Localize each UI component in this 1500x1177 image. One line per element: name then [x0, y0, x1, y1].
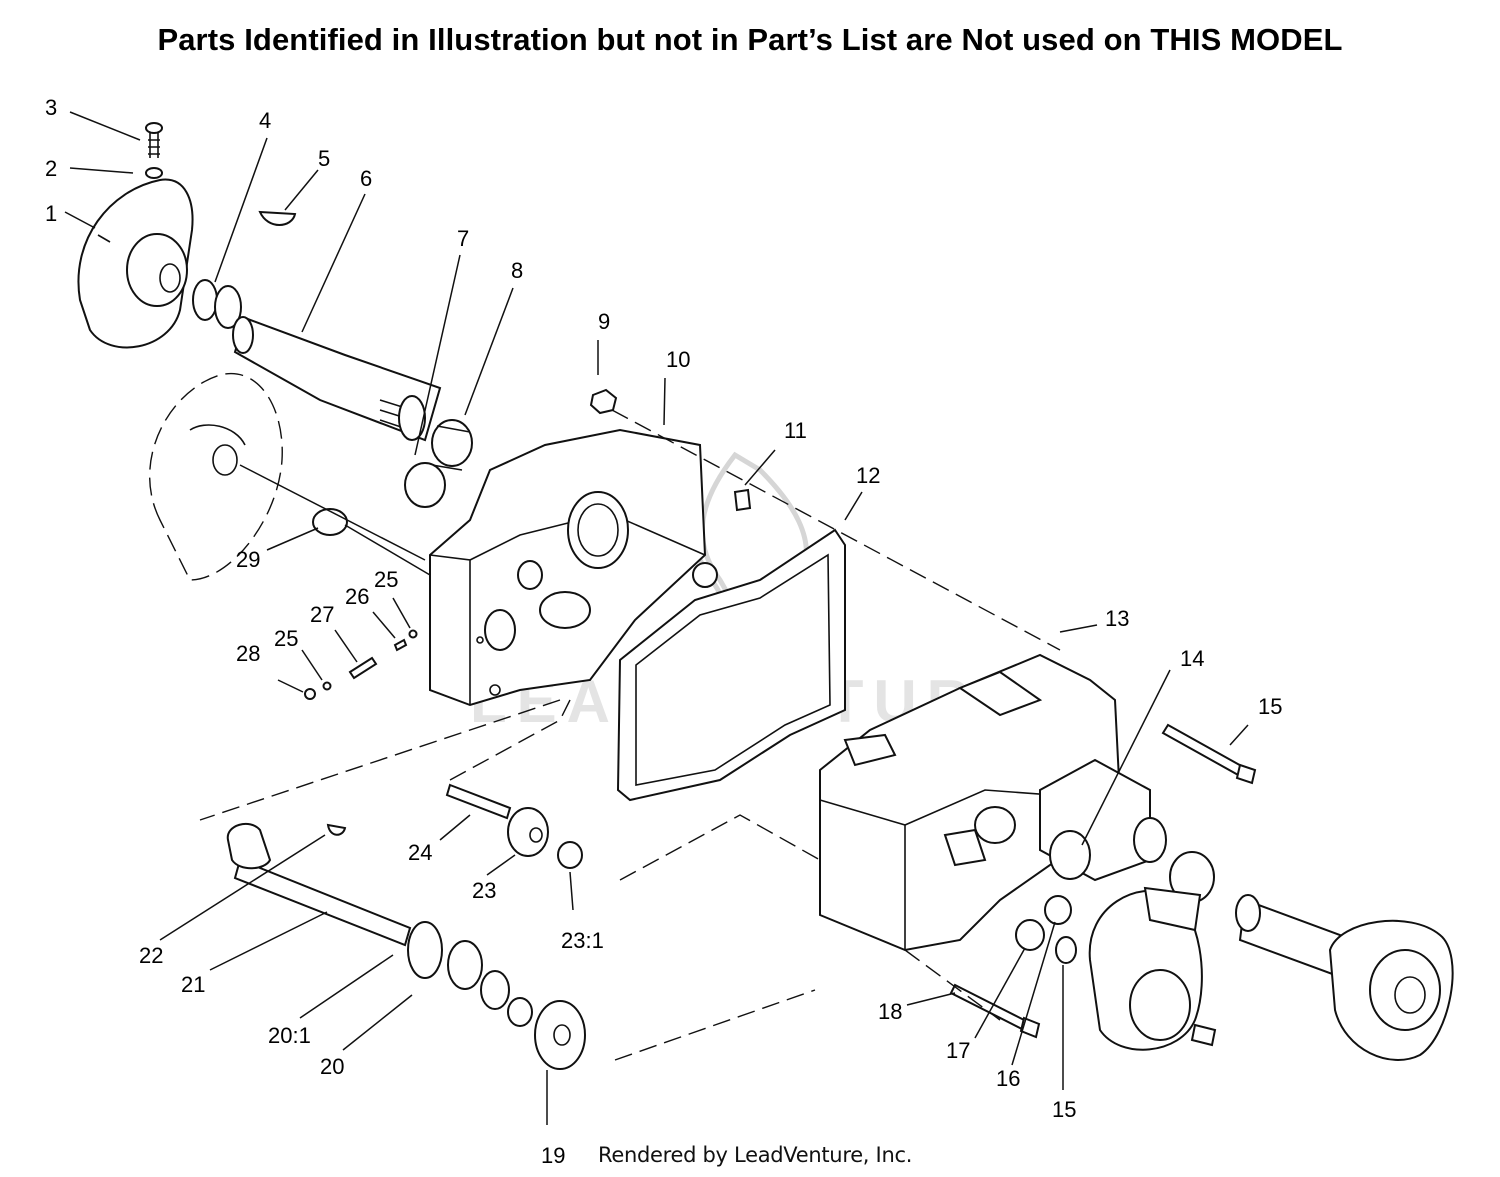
callout-1: 1 [45, 201, 57, 226]
callout-20: 20 [320, 1054, 344, 1079]
flange-hub-part [77, 178, 194, 349]
page-title: Parts Identified in Illustration but not… [157, 22, 1343, 57]
spacer-part [312, 508, 348, 536]
callout-20-1: 20:1 [268, 1023, 311, 1048]
idler-gear-part [507, 807, 549, 857]
callout-19: 19 [541, 1143, 566, 1168]
callout-5: 5 [318, 146, 330, 171]
callout-22: 22 [139, 943, 163, 968]
woodruff-key-part [258, 210, 297, 226]
callout-17: 17 [946, 1038, 970, 1063]
input-shaft-part [232, 316, 442, 442]
gasket-part [616, 528, 846, 802]
bushing-part [1044, 895, 1072, 925]
render-credit: Rendered by LeadVenture, Inc. [598, 1143, 913, 1167]
leader-lines [64, 111, 1249, 1125]
callout-9: 9 [598, 309, 610, 334]
callout-12: 12 [856, 463, 880, 488]
spacer-part [557, 841, 583, 869]
callout-3: 3 [45, 95, 57, 120]
callout-28: 28 [236, 641, 260, 666]
bushing-part [431, 419, 473, 467]
callout-25-upper: 25 [374, 567, 398, 592]
pulley-part [149, 372, 283, 581]
callout-26: 26 [345, 584, 369, 609]
callout-23-1: 23:1 [561, 928, 604, 953]
detent-parts [304, 629, 418, 700]
callout-14: 14 [1180, 646, 1204, 671]
snap-ring-part [1055, 936, 1077, 964]
callout-4: 4 [259, 108, 271, 133]
bushing-part [404, 462, 446, 508]
callout-11: 11 [784, 418, 807, 443]
callout-8: 8 [511, 258, 523, 283]
callout-16: 16 [996, 1066, 1020, 1091]
woodruff-key-part [326, 823, 347, 836]
bushing-part [1015, 919, 1045, 951]
callout-10: 10 [666, 347, 690, 372]
bolt-part [1161, 723, 1257, 785]
brake-cover-part [1088, 886, 1217, 1051]
screw-part [145, 122, 163, 179]
bolt-part [949, 983, 1041, 1039]
callout-23: 23 [472, 878, 496, 903]
dowel-pin-part [733, 488, 752, 512]
callout-13: 13 [1105, 606, 1129, 631]
idler-shaft-part [445, 783, 512, 820]
callout-24: 24 [408, 840, 432, 865]
callout-7: 7 [457, 226, 469, 251]
callout-15-lower: 15 [1052, 1097, 1076, 1122]
callout-2: 2 [45, 156, 57, 181]
output-shaft-part [1235, 894, 1454, 1061]
gear-shaft-part [226, 822, 586, 1070]
seal-rings-part [192, 279, 242, 329]
callout-18: 18 [878, 999, 902, 1024]
callout-labels: 3 2 1 4 5 6 7 8 9 10 11 12 29 25 26 27 2… [45, 95, 1282, 1122]
callout-27: 27 [310, 602, 334, 627]
callout-21: 21 [181, 972, 205, 997]
callout-6: 6 [360, 166, 372, 191]
alignment-lines [199, 409, 1061, 1061]
bearing-part [1049, 830, 1091, 880]
callout-29: 29 [236, 547, 260, 572]
callout-25-lower: 25 [274, 626, 298, 651]
callout-15-upper: 15 [1258, 694, 1282, 719]
gear-housing-part [429, 428, 718, 707]
